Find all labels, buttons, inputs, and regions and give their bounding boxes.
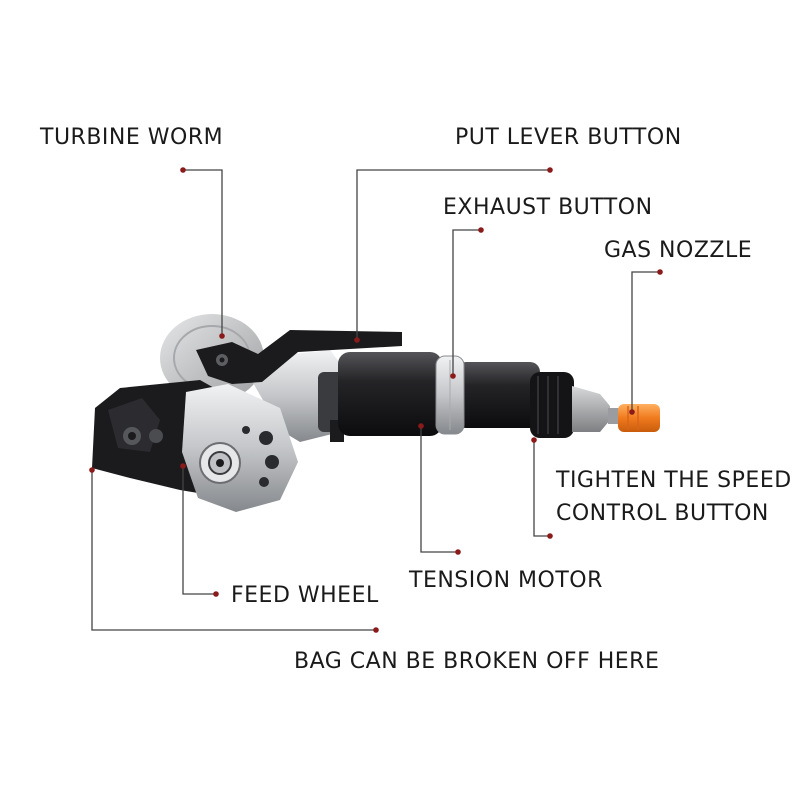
exhaust-ring-part <box>435 355 465 435</box>
tension-motor-part <box>338 352 540 436</box>
label-tighten-speed-line1: TIGHTEN THE SPEED <box>556 468 792 493</box>
speed-control-knob-part <box>530 372 574 438</box>
label-feed-wheel: FEED WHEEL <box>231 583 379 608</box>
label-tighten-speed-line2: CONTROL BUTTON <box>556 501 769 526</box>
tip-fitting-part <box>572 386 620 432</box>
label-exhaust-button: EXHAUST BUTTON <box>443 195 653 220</box>
label-bag-break-off: BAG CAN BE BROKEN OFF HERE <box>294 649 660 674</box>
label-turbine-worm: TURBINE WORM <box>40 125 224 150</box>
gas-nozzle-part <box>618 404 660 432</box>
lever-part <box>196 330 402 384</box>
label-put-lever-button: PUT LEVER BUTTON <box>455 125 682 150</box>
label-gas-nozzle: GAS NOZZLE <box>604 238 753 263</box>
label-tighten-speed-control: TIGHTEN THE SPEED CONTROL BUTTON <box>556 464 792 530</box>
label-tension-motor: TENSION MOTOR <box>409 568 603 593</box>
